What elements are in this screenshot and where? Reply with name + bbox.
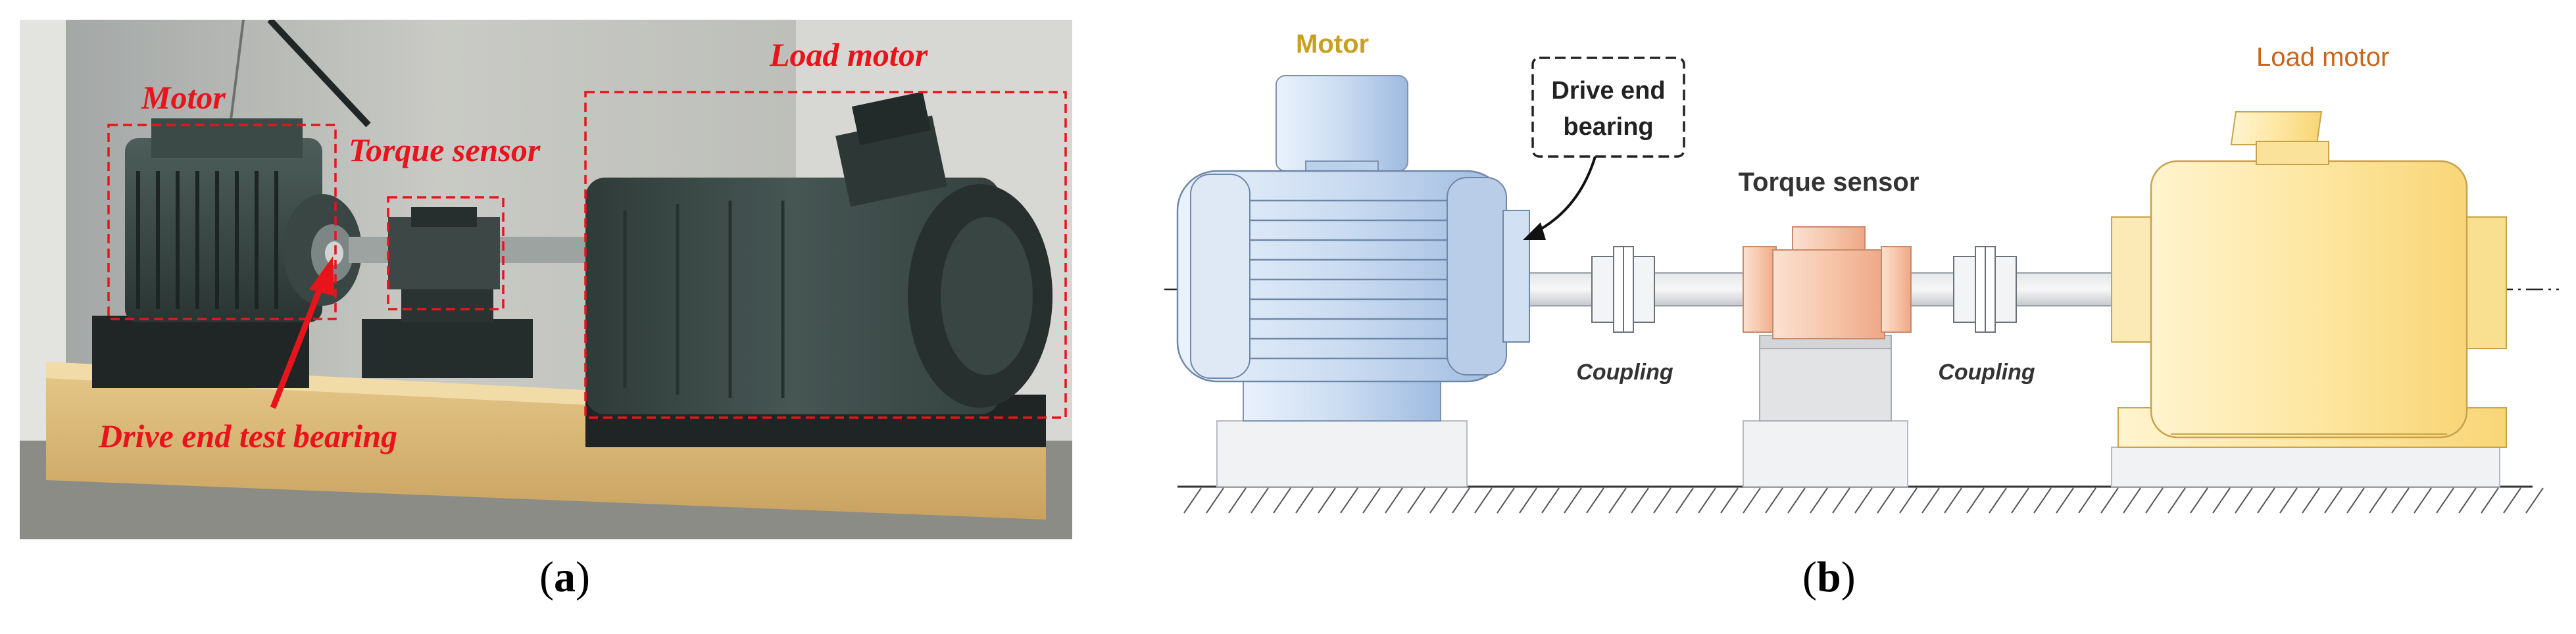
photo-panel-a: Motor Torque sensor Load motor Drive end…	[20, 20, 1072, 539]
hatch-line	[2033, 487, 2052, 514]
hatch-line	[2525, 487, 2544, 514]
hatch-line	[2391, 487, 2410, 514]
hatch-line	[1832, 487, 1850, 514]
hatch-line	[1228, 487, 1247, 514]
load-motor-label-b: Load motor	[2256, 43, 2389, 72]
schematic-panel-b: Motor Drive end bearing Torque sensor Lo…	[1164, 13, 2559, 539]
load-motor-annotation-box	[584, 91, 1067, 419]
hatch-line	[1921, 487, 1940, 514]
caption-a-letter: a	[553, 553, 576, 601]
hatch-line	[1899, 487, 1918, 514]
hatch-line	[2279, 487, 2298, 514]
hatch-line	[2257, 487, 2275, 514]
hatch-line	[2123, 487, 2141, 514]
hatch-line	[1295, 487, 1314, 514]
hatch-line	[1675, 487, 1694, 514]
hatch-line	[1743, 487, 1761, 514]
torque-sensor-label-b: Torque sensor	[1739, 168, 1920, 197]
motor-label: Motor	[141, 79, 226, 116]
hatch-line	[1586, 487, 1604, 514]
hatch-line	[1810, 487, 1828, 514]
hatch-line	[1631, 487, 1649, 514]
motor-photo	[125, 138, 322, 322]
torque-sensor-schematic	[1743, 226, 1912, 487]
torque-sensor-label: Torque sensor	[349, 132, 541, 168]
hatch-line	[1362, 487, 1381, 514]
hatch-line	[1854, 487, 1873, 514]
caption-b-letter: b	[1816, 553, 1841, 601]
drive-end-arrow	[270, 285, 324, 409]
drive-end-bearing-arrow	[1532, 156, 1597, 235]
hatch-line	[1698, 487, 1716, 514]
drive-end-test-bearing-label: Drive end test bearing	[98, 418, 397, 454]
hatch-line	[1318, 487, 1336, 514]
hatch-line	[1787, 487, 1806, 514]
hatch-line	[2346, 487, 2365, 514]
coupling-right-schematic	[1953, 246, 2017, 333]
hatch-line	[2458, 487, 2477, 514]
hatch-line	[1608, 487, 1627, 514]
hatch-line	[2190, 487, 2208, 514]
hatch-line	[1385, 487, 1403, 514]
hatch-line	[2503, 487, 2521, 514]
hatch-line	[1251, 487, 1269, 514]
caption-b: (b)	[1802, 553, 1856, 601]
hatch-line	[2145, 487, 2164, 514]
drive-end-bearing-label-line2: bearing	[1563, 113, 1653, 141]
load-motor-label: Load motor	[769, 36, 928, 73]
hatch-line	[2302, 487, 2320, 514]
hatch-line	[1407, 487, 1425, 514]
hatch-line	[2078, 487, 2096, 514]
drive-end-bearing-callout	[1531, 57, 1685, 158]
hatch-line	[1877, 487, 1895, 514]
hatch-line	[1765, 487, 1783, 514]
hatch-line	[1273, 487, 1291, 514]
coupling-left-schematic	[1591, 246, 1655, 333]
hatch-line	[1519, 487, 1537, 514]
hatch-line	[2481, 487, 2499, 514]
hatch-line	[2235, 487, 2253, 514]
motor-label-b: Motor	[1296, 30, 1369, 59]
hatch-line	[1183, 487, 1202, 514]
load-motor-photo	[585, 178, 1000, 414]
hatch-line	[1497, 487, 1515, 514]
hatch-line	[1564, 487, 1582, 514]
hatch-line	[1340, 487, 1358, 514]
hatch-line	[2056, 487, 2074, 514]
caption-a: (a)	[539, 553, 590, 601]
hatch-line	[1720, 487, 1739, 514]
hatch-line	[2414, 487, 2432, 514]
hatch-line	[2369, 487, 2387, 514]
hatch-line	[1206, 487, 1224, 514]
hatch-line	[1944, 487, 1962, 514]
hatch-line	[1452, 487, 1470, 514]
torque-sensor-annotation-box	[387, 196, 505, 310]
motor-schematic	[1176, 75, 1530, 487]
hatch-line	[2212, 487, 2231, 514]
test-rig-schematic: Motor Drive end bearing Torque sensor Lo…	[1164, 30, 2559, 514]
hatch-line	[2167, 487, 2186, 514]
hatch-line	[1966, 487, 1985, 514]
hatch-line	[1541, 487, 1560, 514]
ground-hatching	[1183, 487, 2544, 514]
hatch-line	[2100, 487, 2119, 514]
test-rig-photo: Motor Torque sensor Load motor Drive end…	[20, 20, 1072, 539]
hatch-line	[2011, 487, 2029, 514]
coupling-left-label: Coupling	[1576, 360, 1673, 385]
hatch-line	[1474, 487, 1493, 514]
motor-annotation-box	[107, 124, 337, 320]
hatch-line	[2324, 487, 2342, 514]
drive-end-bearing-label-line1: Drive end	[1551, 77, 1665, 105]
hatch-line	[1429, 487, 1448, 514]
load-motor-schematic	[2111, 111, 2507, 487]
hatch-line	[1653, 487, 1672, 514]
coupling-right-label: Coupling	[1938, 360, 2035, 385]
hatch-line	[2436, 487, 2454, 514]
torque-sensor-photo	[388, 217, 500, 289]
hatch-line	[1989, 487, 2007, 514]
